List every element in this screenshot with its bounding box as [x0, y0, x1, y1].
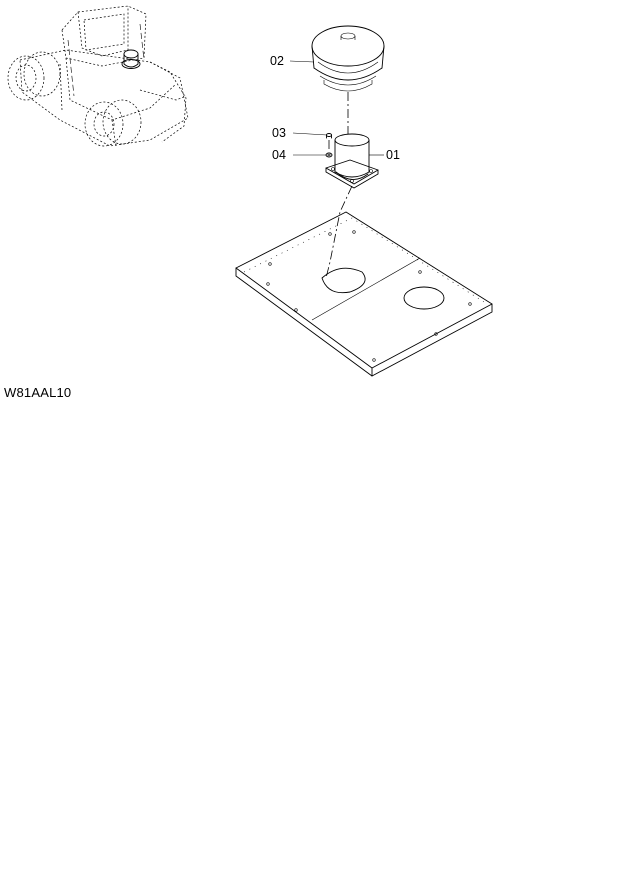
machine-overview-thumbnail [7, 5, 189, 147]
mounting-plate [235, 211, 493, 377]
callout-02: 02 [270, 54, 284, 68]
assembly-centerline [325, 92, 353, 279]
leader-lines [289, 60, 384, 156]
bolt-part [326, 133, 332, 139]
washer-part [325, 152, 333, 158]
drawing-code: W81AAL10 [4, 385, 72, 400]
intake-pipe [325, 133, 379, 189]
callout-03: 03 [272, 126, 286, 140]
callout-04: 04 [272, 148, 286, 162]
callout-01: 01 [386, 148, 400, 162]
parts-diagram: 02 03 04 01 [7, 5, 493, 377]
pre-cleaner-cap [311, 25, 385, 92]
